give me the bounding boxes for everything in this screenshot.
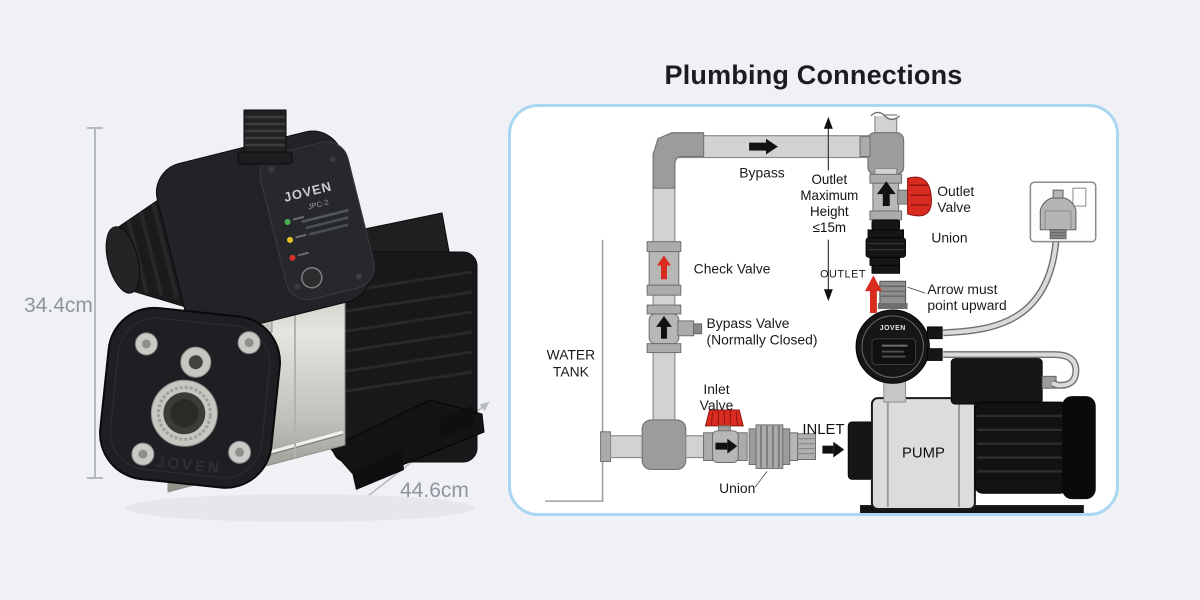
arrow-note-leader: [907, 286, 926, 294]
bypass-valve-label-1: Bypass Valve: [707, 315, 790, 331]
inlet-valve-label-1: Inlet: [703, 381, 729, 397]
check-valve-flow-arrow: [657, 255, 671, 280]
controller-inlet-connector: [879, 280, 907, 306]
diagram-title: Plumbing Connections: [664, 60, 963, 90]
inlet-union-label: Union: [719, 480, 755, 496]
power-socket: [1029, 181, 1097, 243]
pipe-break-mark: [870, 111, 901, 121]
arrow-note-2: point upward: [927, 297, 1006, 313]
reset-button: [301, 267, 323, 289]
water-tank-label-1: WATER: [547, 347, 596, 363]
outlet-height-dimension: Outlet Maximum Height ≤15m: [795, 116, 863, 302]
diagram-controller: JOVEN: [855, 280, 943, 403]
outlet-flow-arrow: [864, 275, 882, 313]
pump-assembly: PUMP: [847, 358, 1096, 513]
inlet-union: [748, 424, 816, 469]
inlet-valve: [703, 409, 748, 463]
outlet-max-3: Height: [810, 204, 849, 219]
led-fail: [289, 254, 296, 261]
outlet-max-2: Maximum: [800, 188, 858, 203]
elbow-fitting: [652, 132, 705, 189]
inlet-valve-label-2: Valve: [700, 397, 734, 413]
outlet-max-1: Outlet: [812, 172, 848, 187]
tee-fitting-bottom: [641, 419, 687, 471]
controller-cable-port-2: [926, 348, 943, 361]
product-top-port: [237, 109, 293, 165]
outlet-valve-flow-arrow: [876, 181, 896, 207]
arrow-note-1: Arrow must: [927, 281, 997, 297]
inlet-label: INLET: [802, 422, 844, 438]
led-power: [284, 218, 291, 225]
led-pump: [287, 236, 294, 243]
outlet-valve-label-1: Outlet: [937, 183, 974, 199]
plumbing-panel: Check Valve Bypass Valve (Normally Close…: [508, 104, 1119, 516]
outlet-label: OUTLET: [820, 268, 866, 280]
diagram-controller-brand: JOVEN: [880, 325, 906, 332]
plumbing-diagram: Check Valve Bypass Valve (Normally Close…: [545, 111, 1097, 513]
inlet-valve-flow-arrow: [715, 438, 738, 454]
controller-knob: [105, 226, 141, 294]
outlet-union-label: Union: [931, 230, 967, 246]
check-valve: [646, 241, 682, 296]
motor-terminal-box: [950, 358, 1043, 405]
pipe-network: [600, 111, 905, 471]
flange-brand-text: JOVEN: [155, 454, 222, 478]
outlet-union: [865, 219, 906, 274]
bypass-flow-arrow: [749, 138, 778, 155]
controller-cable-port-1: [926, 326, 943, 340]
product-controller: JOVEN JPC-2: [105, 130, 375, 335]
pump-inlet-flange: [847, 421, 875, 480]
power-cables: [943, 239, 1080, 389]
pump-label: PUMP: [902, 446, 945, 462]
height-dimension-label: 34.4cm: [24, 294, 93, 317]
power-plug: [1039, 197, 1077, 231]
height-dimension: 34.4cm: [24, 127, 103, 479]
outlet-valve-handle: [907, 176, 932, 217]
bypass-valve: [646, 304, 703, 354]
water-tank-label-2: TANK: [553, 363, 590, 379]
bypass-valve-label-2: (Normally Closed): [707, 332, 818, 348]
motor-end-cap: [1062, 396, 1096, 500]
pump-shadow: [125, 494, 475, 522]
outlet-max-4: ≤15m: [813, 220, 846, 235]
product-front-flange: JOVEN: [99, 306, 281, 489]
water-tank-outline: [545, 239, 604, 502]
outlet-valve: [869, 173, 932, 221]
outlet-valve-label-2: Valve: [937, 199, 971, 215]
pump-product-image: 34.4cm 44.6cm: [24, 109, 490, 522]
product-bracket: [329, 399, 485, 490]
width-dimension-label: 44.6cm: [400, 479, 469, 502]
bypass-label: Bypass: [739, 164, 785, 180]
inlet-flow-arrow: [822, 441, 845, 458]
bypass-valve-flow-arrow: [656, 315, 672, 339]
inlet-union-leader: [754, 471, 768, 488]
socket-switch: [1072, 187, 1087, 207]
check-valve-label: Check Valve: [694, 260, 771, 276]
